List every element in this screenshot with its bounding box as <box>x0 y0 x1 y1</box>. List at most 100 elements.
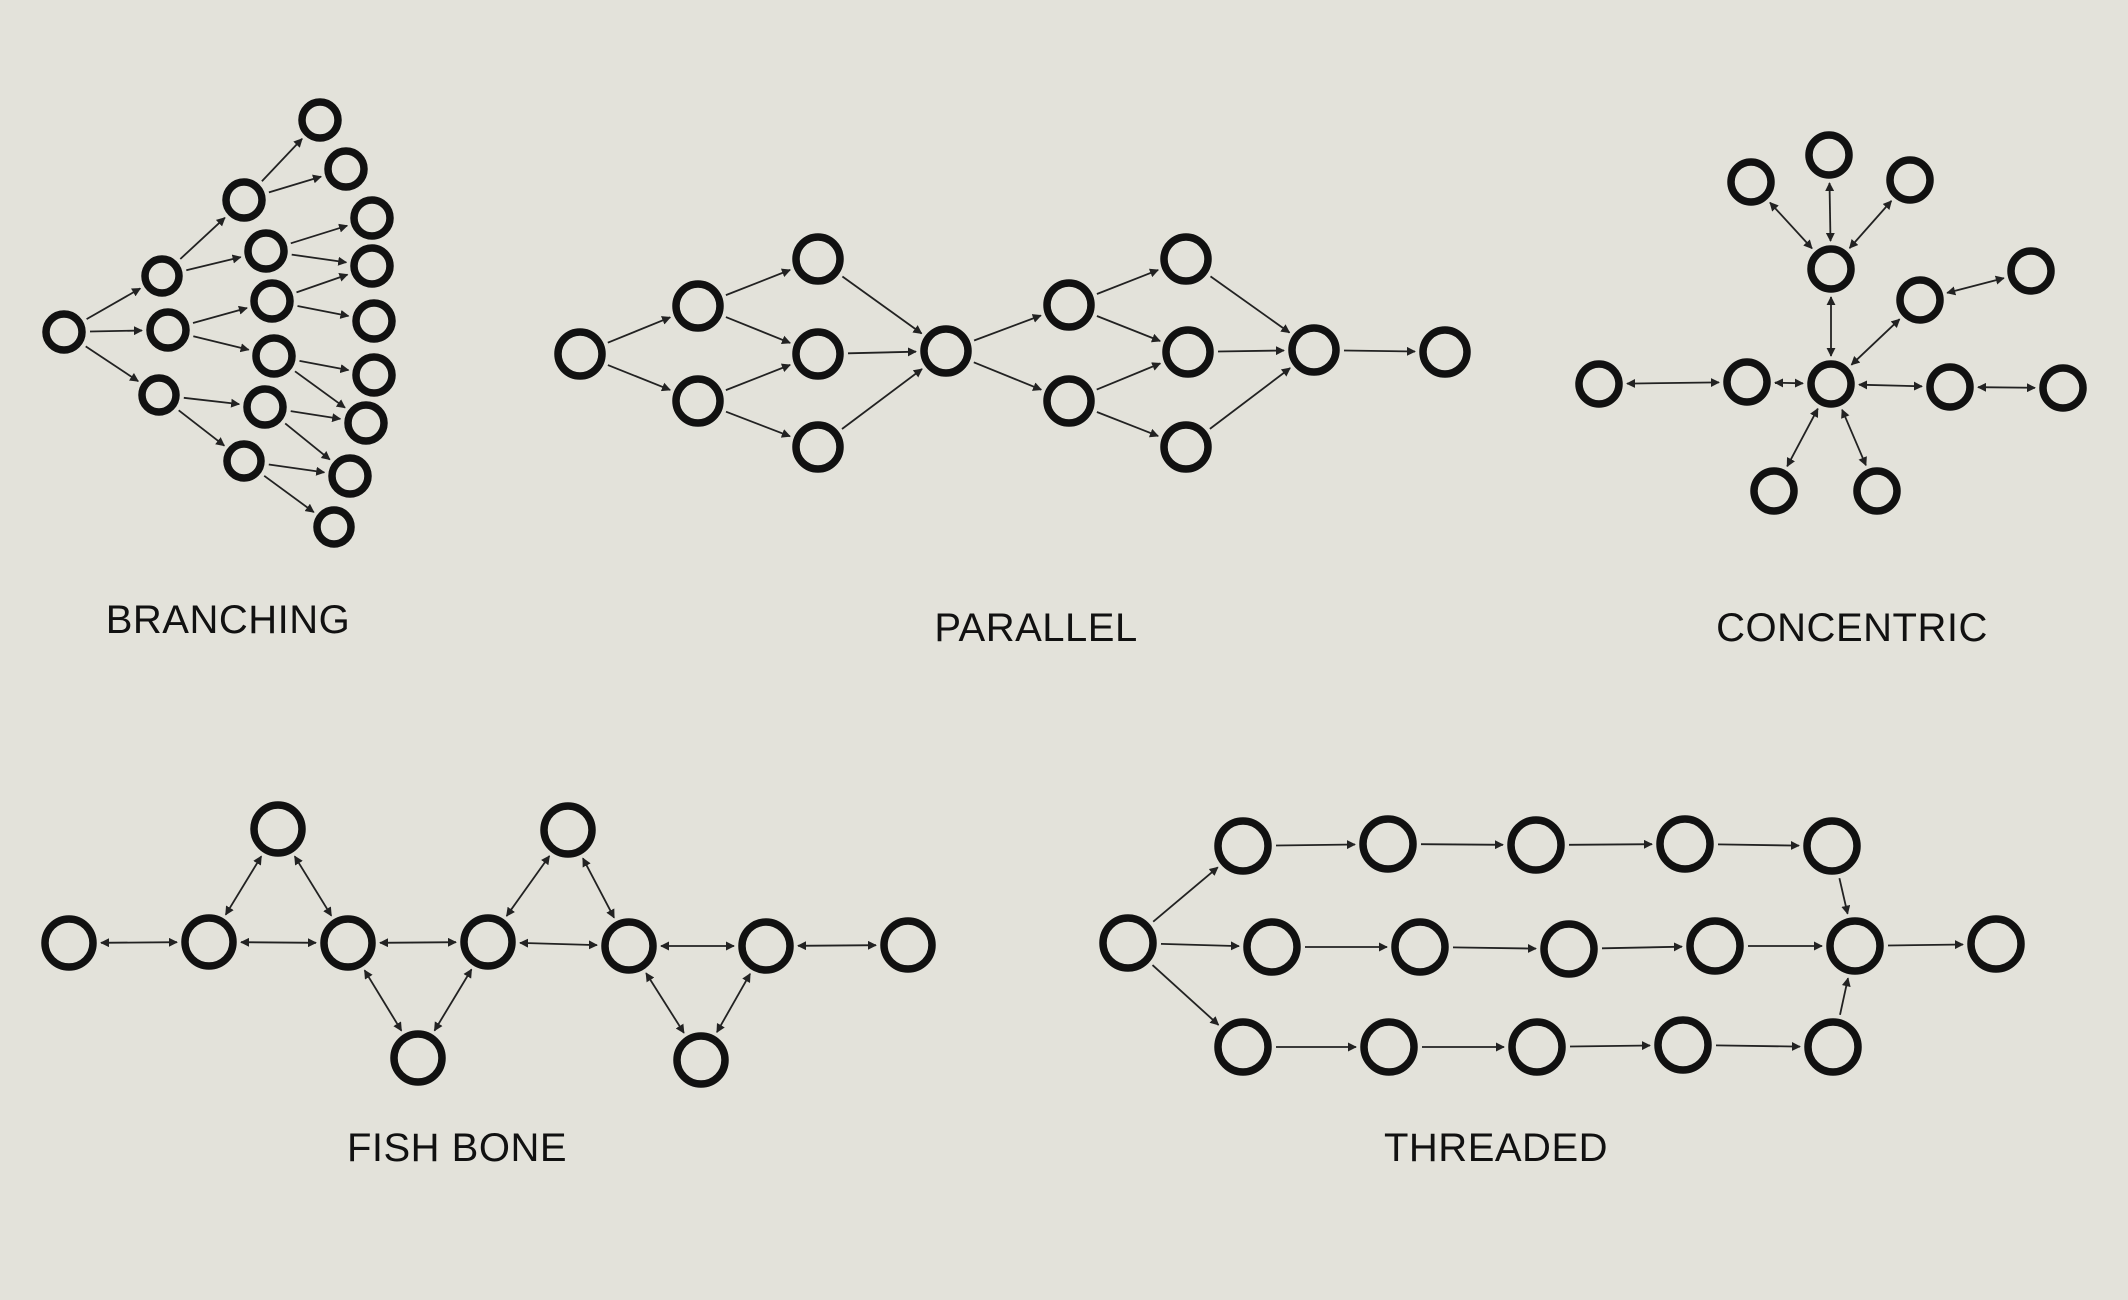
branching-label: BRANCHING <box>105 598 351 642</box>
threaded-arrow <box>1151 964 1220 1026</box>
parallel-arrow <box>1096 315 1161 343</box>
threaded-arrow <box>1839 977 1851 1015</box>
concentric-arrow <box>1769 201 1813 250</box>
parallel-node <box>1162 326 1214 378</box>
parallel-arrow <box>1217 346 1285 356</box>
concentric-arrow <box>1841 408 1867 467</box>
threaded-arrow <box>1717 840 1800 850</box>
branching-arrow <box>86 287 142 320</box>
branching-node <box>352 353 396 397</box>
parallel-arrow <box>725 410 791 438</box>
parallel-arrow <box>607 316 672 344</box>
threaded-arrow <box>1715 1041 1801 1051</box>
parallel-arrow <box>607 364 671 392</box>
branching-node <box>298 98 342 142</box>
threaded-node <box>1243 918 1301 976</box>
threaded-node <box>1967 915 2025 973</box>
concentric-arrow <box>1848 200 1893 249</box>
threaded-node <box>1507 816 1565 874</box>
concentric-arrow <box>1850 318 1901 366</box>
fishbone-arrow <box>505 855 551 917</box>
concentric-node <box>1896 276 1944 324</box>
concentric-node <box>1805 131 1853 179</box>
threaded-node <box>1508 1018 1566 1076</box>
parallel-arrow <box>1096 362 1162 391</box>
fishbone-arrow <box>519 938 598 950</box>
branching-node <box>223 440 265 482</box>
threaded-node <box>1214 817 1272 875</box>
concentric-arrow <box>1825 182 1835 242</box>
concentric-node <box>1807 245 1855 293</box>
fishbone-node <box>738 918 794 974</box>
parallel-node <box>672 375 724 427</box>
branching-node <box>313 506 355 548</box>
threaded-arrow <box>1452 943 1537 953</box>
parallel-node <box>1288 324 1340 376</box>
concentric-node <box>1750 467 1798 515</box>
parallel-arrow <box>847 347 917 357</box>
concentric-arrow <box>1774 378 1804 388</box>
parallel-node <box>792 233 844 285</box>
branching-arrow <box>85 345 139 382</box>
branching-arrow <box>290 223 349 245</box>
fishbone-node <box>390 1030 446 1086</box>
branching-arrow <box>268 463 326 476</box>
threaded-arrow <box>1160 941 1240 951</box>
branching-diagram <box>42 98 396 548</box>
branching-node <box>243 385 287 429</box>
concentric-diagram <box>1575 131 2087 515</box>
parallel-node <box>1160 233 1212 285</box>
branching-node <box>244 229 288 273</box>
parallel-node <box>1419 326 1471 378</box>
concentric-arrow <box>1786 407 1819 468</box>
threaded-arrow <box>1275 840 1356 850</box>
parallel-arrow <box>1209 275 1291 334</box>
fishbone-arrow <box>379 937 457 948</box>
branching-arrow <box>192 305 248 324</box>
fishbone-arrow <box>797 940 877 951</box>
branching-node <box>138 374 180 416</box>
branching-arrow <box>261 138 303 182</box>
threaded-arrow <box>1569 1041 1651 1051</box>
fishbone-arrow <box>645 972 685 1034</box>
threaded-arrow <box>1887 940 1964 950</box>
branching-arrow <box>263 475 315 513</box>
concentric-node <box>1926 363 1974 411</box>
parallel-node <box>554 328 606 380</box>
parallel-arrow <box>725 316 791 345</box>
branching-arrow <box>183 396 241 408</box>
threaded-diagram <box>1099 815 2025 1076</box>
branching-node <box>350 196 394 240</box>
threaded-node <box>1540 920 1598 978</box>
concentric-label: CONCENTRIC <box>1716 606 1988 650</box>
branching-arrow <box>294 370 346 409</box>
concentric-arrow <box>1946 275 2005 296</box>
branching-node <box>344 401 388 445</box>
threaded-arrow <box>1838 877 1851 915</box>
concentric-node <box>1575 360 1623 408</box>
fishbone-node <box>460 914 516 970</box>
concentric-node <box>1723 358 1771 406</box>
threaded-arrow <box>1601 942 1683 952</box>
parallel-arrow <box>1209 367 1291 430</box>
parallel-diagram <box>554 233 1471 473</box>
concentric-node <box>2007 247 2055 295</box>
parallel-node <box>1043 279 1095 331</box>
concentric-node <box>1727 158 1775 206</box>
fishbone-arrow <box>240 937 317 948</box>
parallel-arrow <box>841 368 923 430</box>
fishbone-arrow <box>293 855 333 917</box>
fishbone-node <box>601 918 657 974</box>
parallel-node <box>920 325 972 377</box>
threaded-node <box>1826 917 1884 975</box>
threaded-node <box>1360 1018 1418 1076</box>
fishbone-arrow <box>100 937 178 948</box>
parallel-arrow <box>725 363 791 391</box>
branching-node <box>252 334 296 378</box>
threaded-node <box>1656 815 1714 873</box>
branching-arrow <box>179 217 226 260</box>
branching-node <box>324 147 368 191</box>
branching-arrow <box>284 422 331 461</box>
threaded-label: THREADED <box>1383 1126 1609 1170</box>
